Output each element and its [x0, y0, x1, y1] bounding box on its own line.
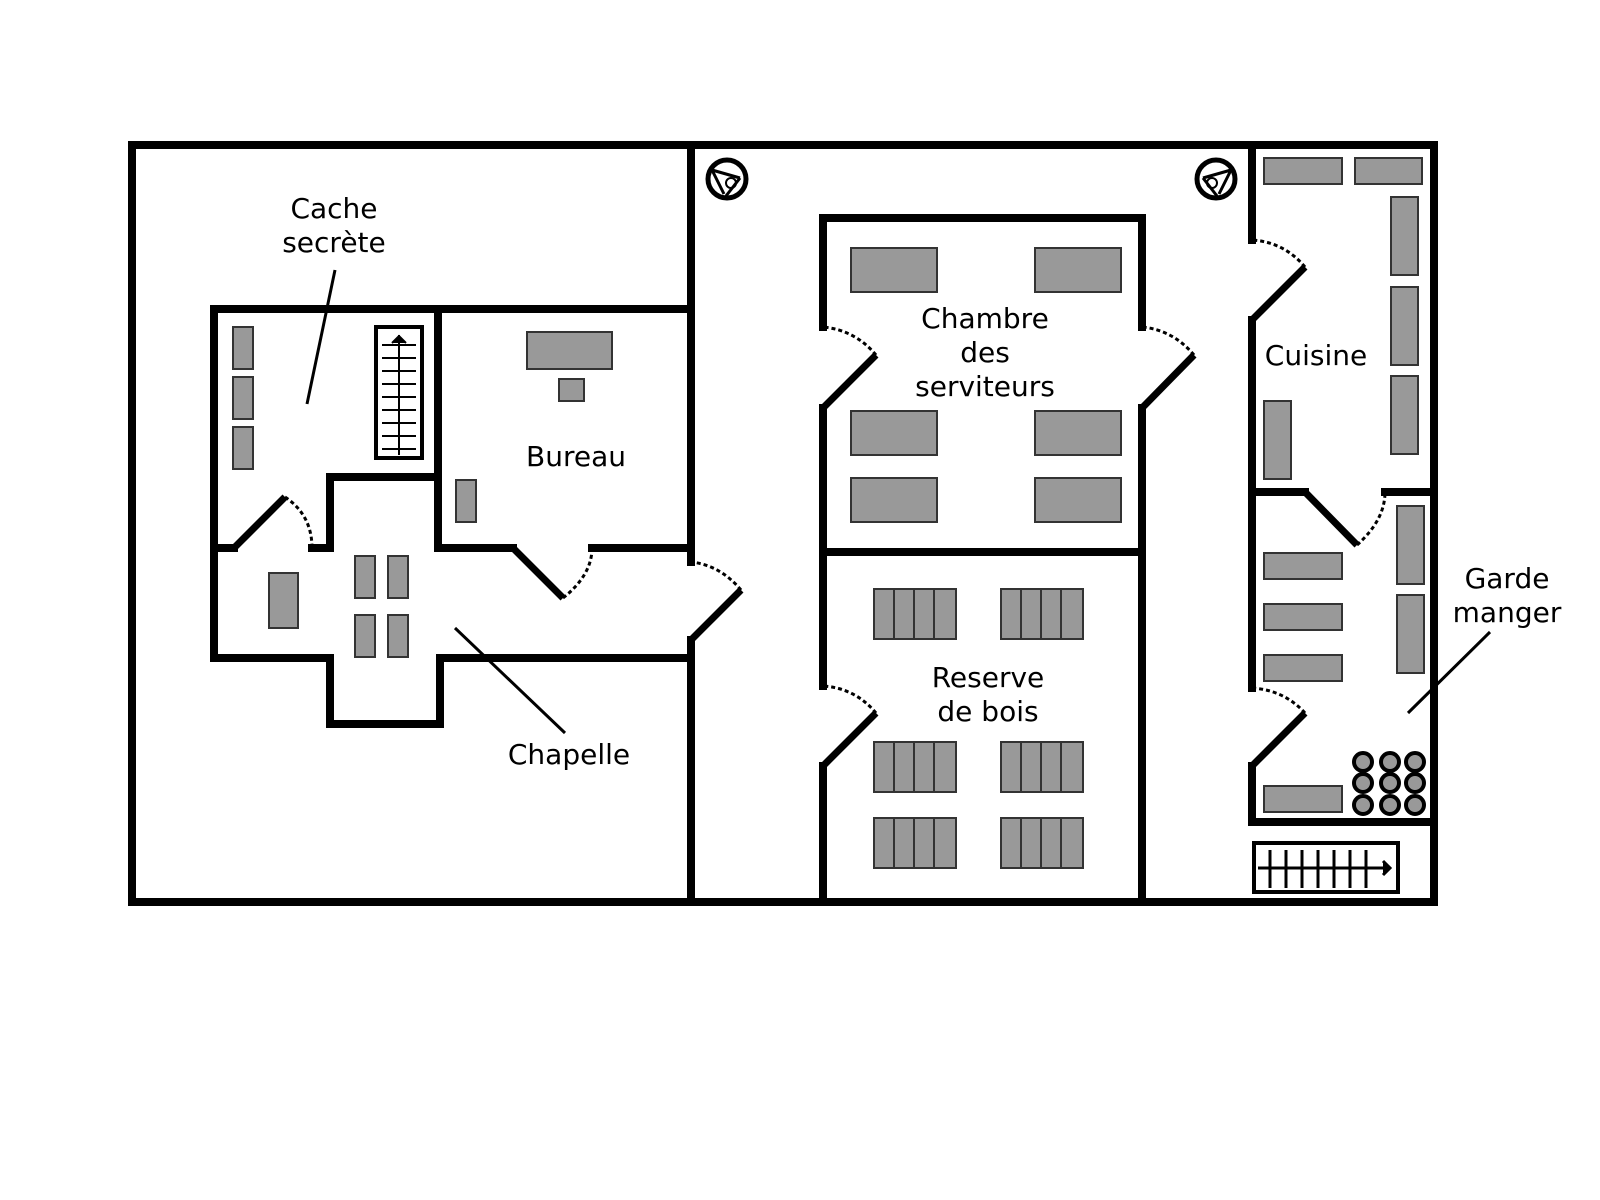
door: [688, 587, 744, 643]
stairs-icon: [374, 325, 424, 460]
door: [510, 545, 566, 601]
label-chapelle: Chapelle: [508, 738, 630, 771]
door: [1139, 352, 1197, 411]
door: [820, 710, 879, 769]
well-icon: [1194, 157, 1238, 201]
door: [820, 352, 879, 411]
door: [1302, 489, 1360, 548]
door: [1249, 264, 1308, 323]
outer-wall: [128, 141, 1438, 906]
label-reserve: de bois: [937, 695, 1038, 728]
label-cache: secrète: [282, 226, 386, 259]
pointer-lines: [305, 269, 1492, 735]
label-cuisine: Cuisine: [1265, 339, 1367, 372]
label-garde-manger: manger: [1453, 596, 1562, 629]
label-garde-manger: Garde: [1465, 562, 1550, 595]
label-chambre: Chambre: [921, 302, 1049, 335]
label-chambre: des: [960, 336, 1010, 369]
door: [231, 494, 288, 551]
furniture: [232, 157, 1426, 869]
well-icon: [705, 157, 749, 201]
label-reserve: Reserve: [932, 661, 1045, 694]
woodpiles: [873, 588, 1084, 869]
room-labels: Cache secrète Bureau Chapelle Chambre de…: [282, 192, 1562, 771]
barrels: [1352, 751, 1426, 816]
label-bureau: Bureau: [526, 440, 626, 473]
label-cache: Cache: [290, 192, 377, 225]
doors: [231, 238, 1387, 769]
label-chambre: serviteurs: [915, 370, 1055, 403]
stairs-icon: [1252, 841, 1400, 894]
door: [1249, 710, 1308, 769]
walls: [128, 141, 1438, 906]
